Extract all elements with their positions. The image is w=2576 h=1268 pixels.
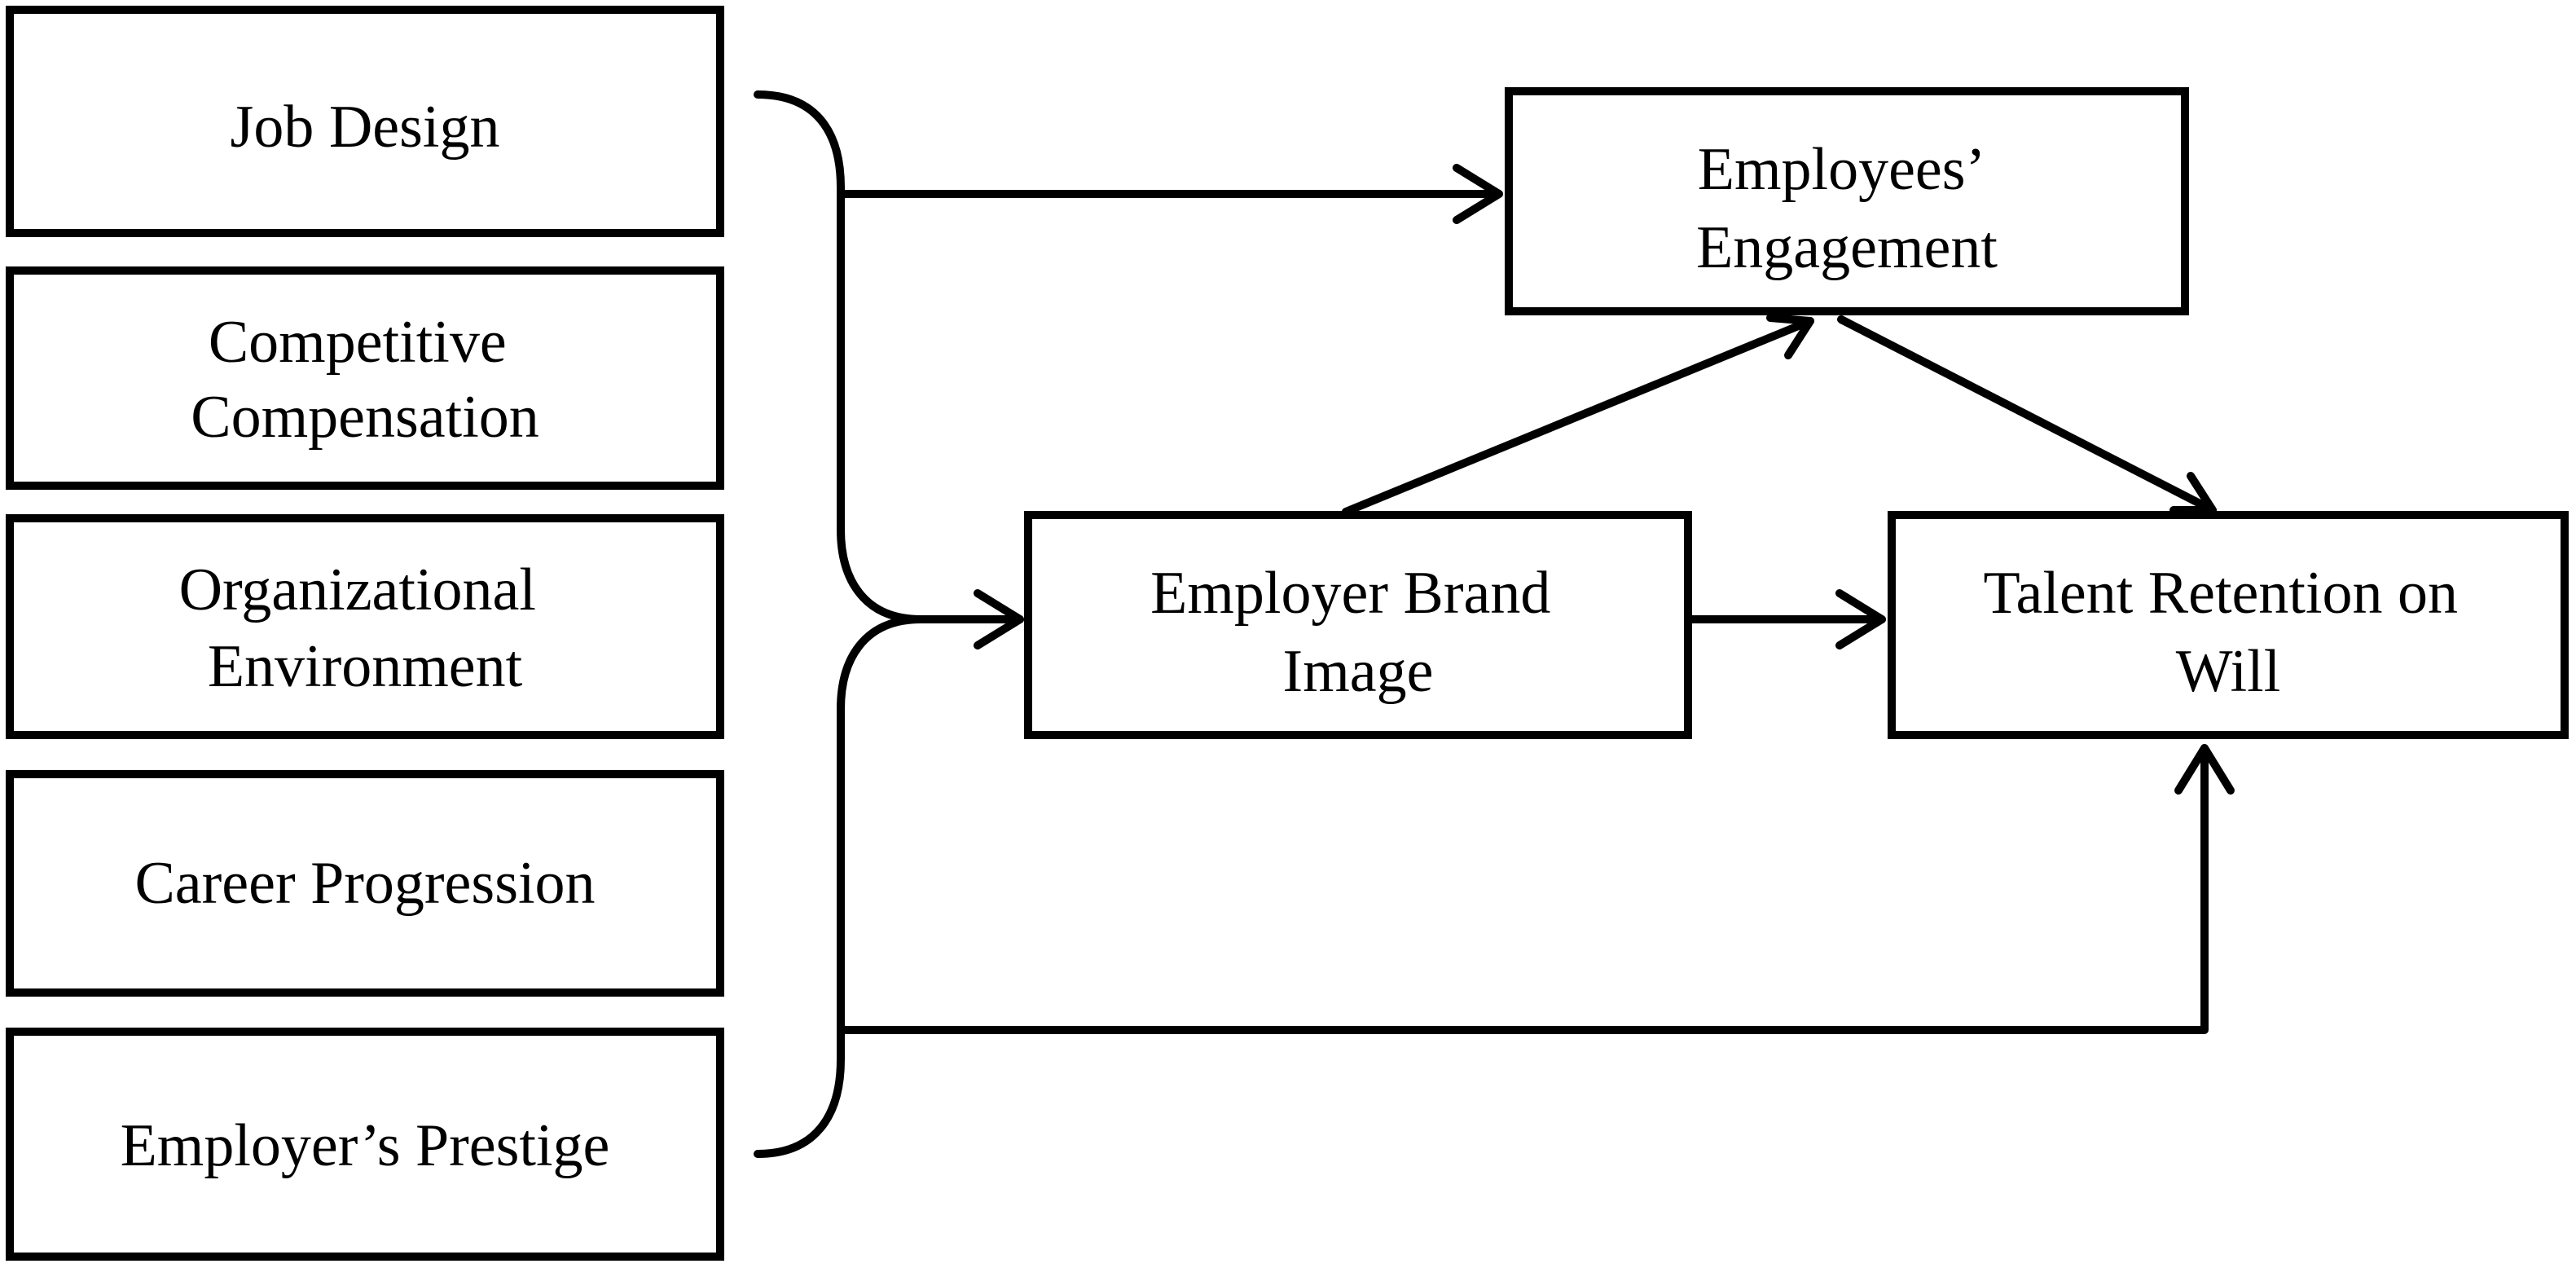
edge-engagement-to-retention bbox=[1837, 315, 2217, 514]
node-label: Talent Retention on Will bbox=[1983, 560, 2473, 705]
node-label: Employer Brand Image bbox=[1150, 560, 1566, 705]
arrowhead-retention-bottom bbox=[2174, 744, 2235, 795]
arrowhead-brand-image-left bbox=[974, 589, 1024, 649]
factor-label: Organizational Environment bbox=[179, 557, 552, 700]
factor-label: Competitive Compensation bbox=[191, 309, 539, 451]
arrowhead-engagement-left bbox=[1453, 164, 1503, 224]
node-label: Employees’ Engagement bbox=[1696, 136, 1998, 281]
node-box-employer-brand-image: Employer Brand Image bbox=[1024, 511, 1692, 739]
factor-label: Career Progression bbox=[134, 850, 595, 917]
factor-box-career-progression: Career Progression bbox=[6, 770, 724, 997]
node-box-talent-retention: Talent Retention on Will bbox=[1888, 511, 2569, 739]
factor-label: Employer’s Prestige bbox=[121, 1112, 610, 1179]
edge-factors-to-retention bbox=[837, 744, 2209, 1034]
factor-label: Job Design bbox=[231, 94, 500, 161]
factor-box-job-design: Job Design bbox=[6, 6, 724, 237]
arrowhead-retention-left bbox=[1835, 589, 1886, 649]
factor-box-employers-prestige: Employer’s Prestige bbox=[6, 1028, 724, 1261]
factor-box-competitive-compensation: Competitive Compensation bbox=[6, 266, 724, 490]
arrowhead-retention-top bbox=[2169, 472, 2217, 514]
node-box-employees-engagement: Employees’ Engagement bbox=[1505, 87, 2189, 315]
arrowhead-engagement-bottom bbox=[1766, 314, 1814, 359]
factor-group-brace bbox=[754, 90, 925, 1158]
factor-box-organizational-environment: Organizational Environment bbox=[6, 514, 724, 739]
edge-brand-image-to-engagement bbox=[1342, 317, 1814, 516]
